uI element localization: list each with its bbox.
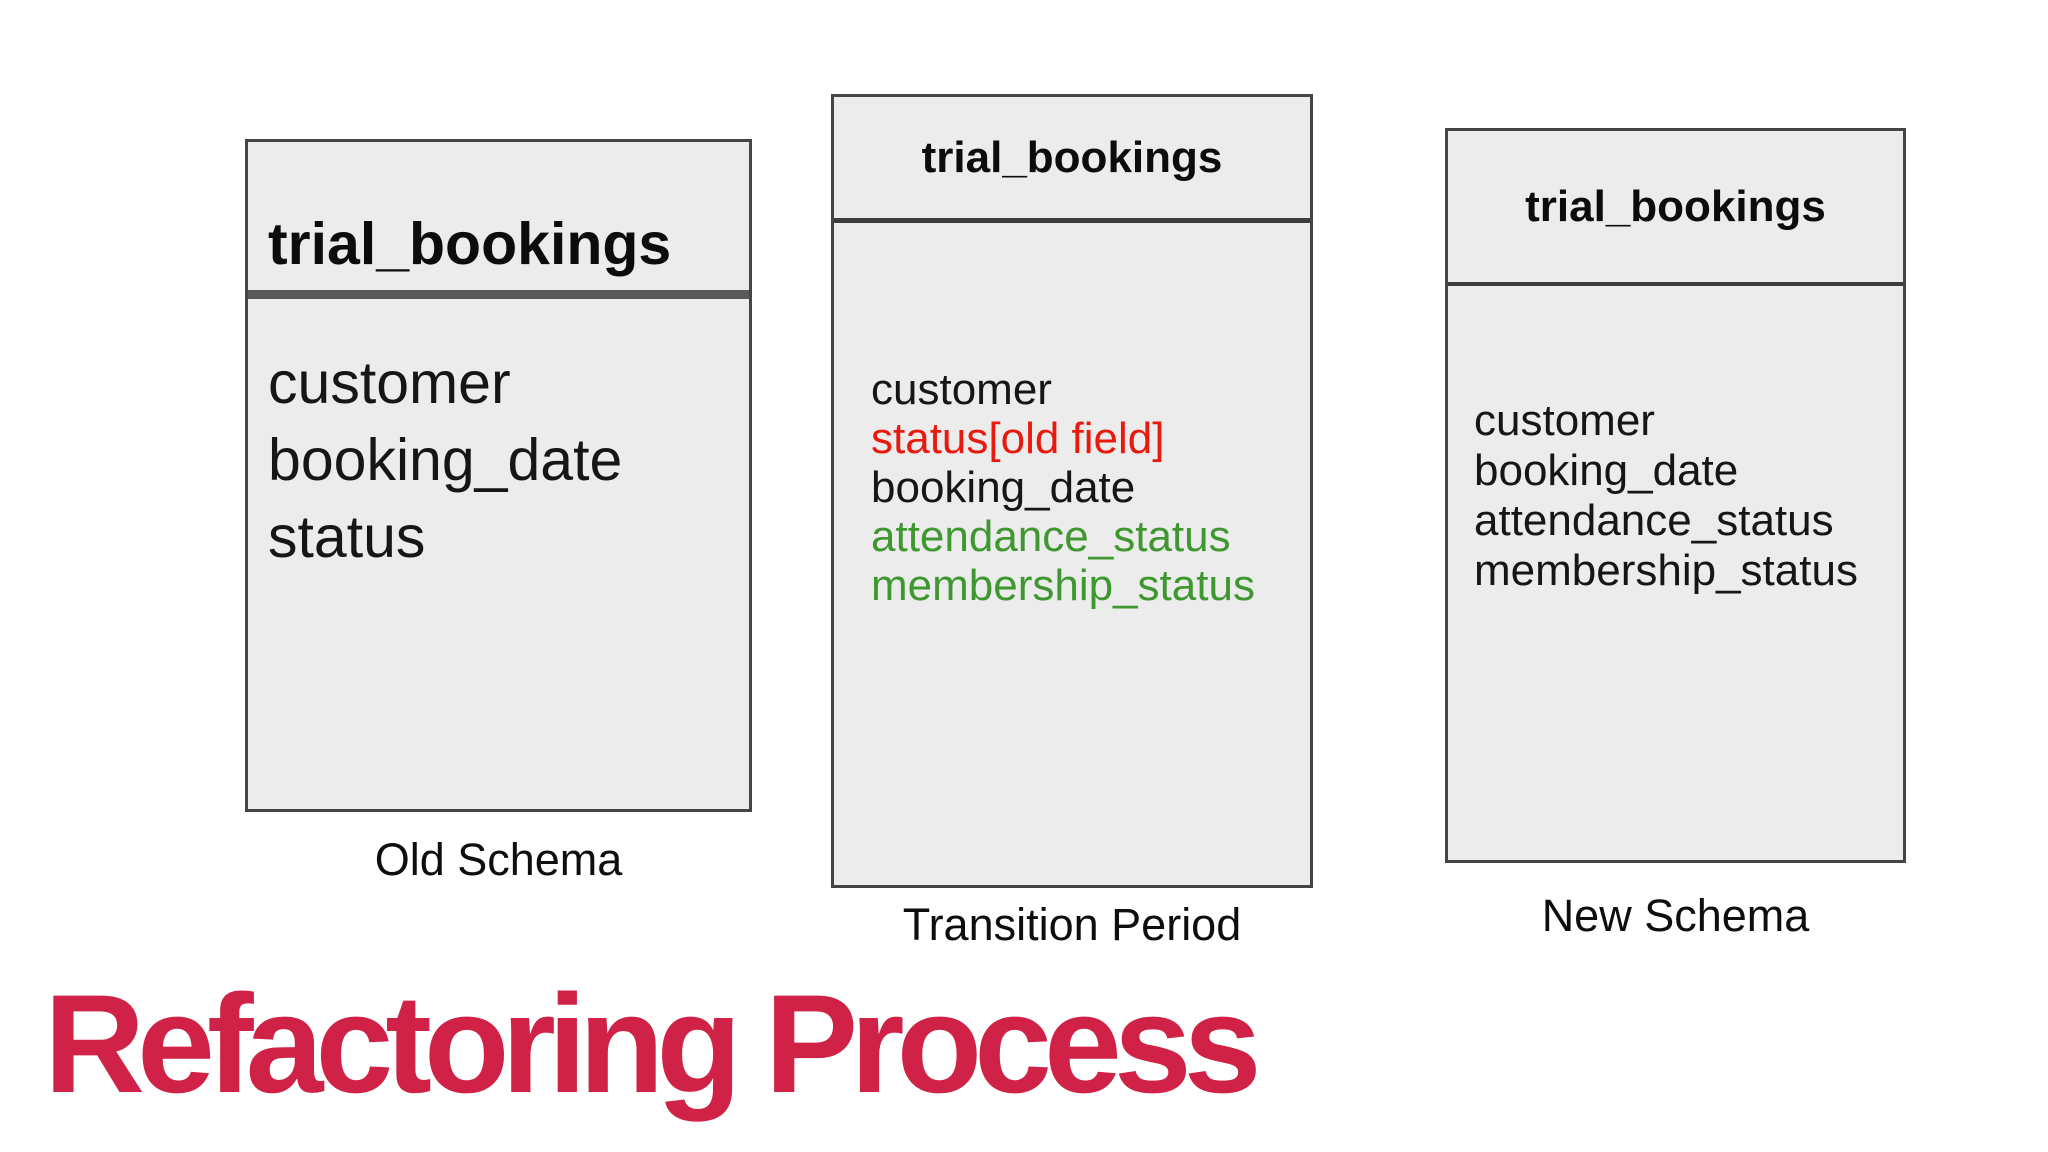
schema-box-transition: trial_bookings customer status[old field… (831, 94, 1313, 888)
field-list-new: customer booking_date attendance_status … (1448, 286, 1903, 596)
caption-new-schema: New Schema (1541, 890, 1810, 941)
field-customer: customer (1474, 396, 1655, 445)
table-title-transition: trial_bookings (834, 97, 1310, 223)
field-status-old-field: status[old field] (871, 414, 1165, 463)
field-attendance-status: attendance_status (871, 512, 1231, 561)
page-title: Refactoring Process (44, 965, 1262, 1122)
field-membership-status: membership_status (1474, 546, 1858, 595)
field-status: status (268, 504, 426, 570)
schema-box-old: trial_bookings customer booking_date sta… (245, 139, 752, 812)
table-title-new: trial_bookings (1448, 131, 1903, 286)
field-membership-status: membership_status (871, 561, 1255, 610)
table-title-old: trial_bookings (248, 142, 749, 299)
schema-box-new: trial_bookings customer booking_date att… (1445, 128, 1906, 863)
field-list-old: customer booking_date status (248, 299, 749, 576)
caption-transition-period: Transition Period (902, 899, 1242, 950)
caption-old-schema: Old Schema (374, 834, 623, 885)
field-booking-date: booking_date (871, 463, 1136, 512)
field-attendance-status: attendance_status (1474, 496, 1834, 545)
field-booking-date: booking_date (268, 427, 623, 493)
field-customer: customer (871, 365, 1052, 414)
field-list-transition: customer status[old field] booking_date … (834, 223, 1310, 610)
field-booking-date: booking_date (1474, 446, 1739, 495)
field-customer: customer (268, 350, 511, 416)
